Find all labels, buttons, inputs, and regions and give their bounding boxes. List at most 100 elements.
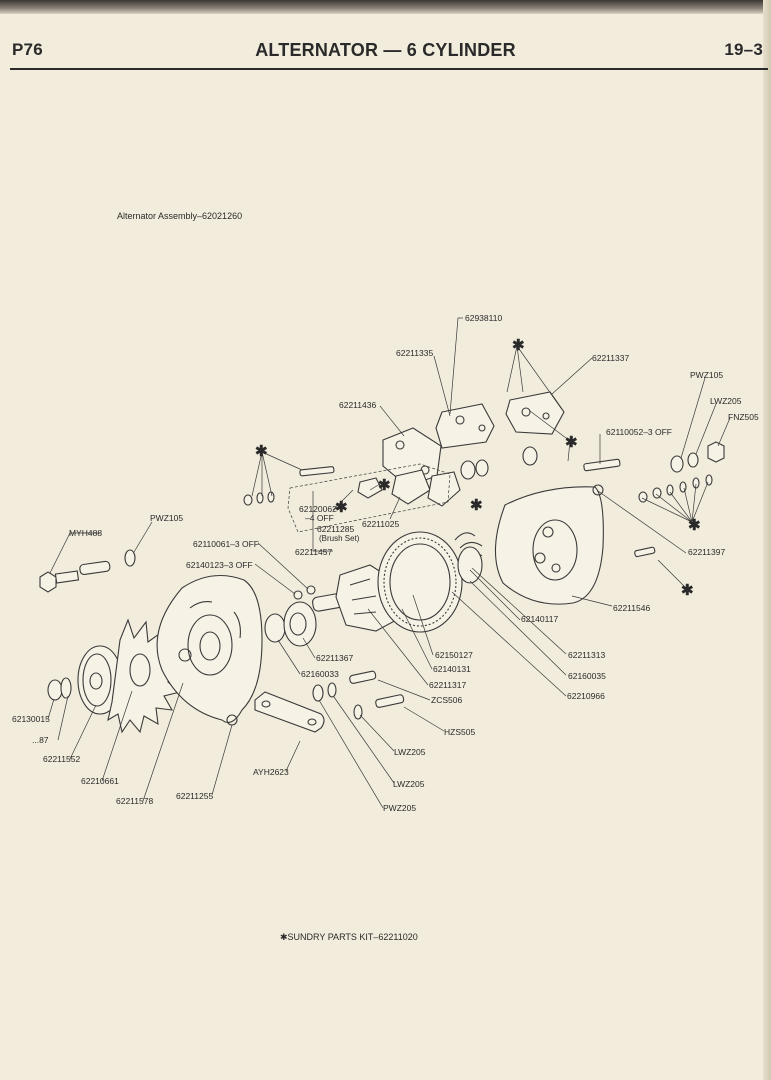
callout-62160035: 62160035 xyxy=(568,671,606,681)
callout-hzs505: HZS505 xyxy=(444,727,475,737)
callout-lwz205-b: LWZ205 xyxy=(393,779,425,789)
page-right-edge xyxy=(763,0,771,1080)
sundry-asterisk: ✱ xyxy=(565,434,578,451)
regulator-62211025 xyxy=(427,471,461,507)
callout-62211546: 62211546 xyxy=(613,603,650,613)
callout-62110052: 62110052–3 OFF xyxy=(606,427,672,437)
callout-62211367: 62211367 xyxy=(316,653,353,663)
section-number: 19–3 xyxy=(724,40,763,59)
callout-62211255: 62211255 xyxy=(176,791,213,801)
callout-pwz105-right: PWZ105 xyxy=(690,370,723,380)
callout-62211025: 62211025 xyxy=(362,519,399,529)
sundry-asterisk: ✱ xyxy=(255,443,268,460)
washer-lock xyxy=(60,677,72,699)
callout-62211552: 62211552 xyxy=(43,754,80,764)
bolt-myh488 xyxy=(39,570,80,593)
callout-62160033: 62160033 xyxy=(301,669,339,679)
washer-pwz205 xyxy=(312,684,324,702)
screw-62110061 xyxy=(306,585,316,595)
page-title: ALTERNATOR — 6 CYLINDER xyxy=(255,40,516,60)
washer-row-6 xyxy=(705,474,713,486)
callout-62211285: 62211285 xyxy=(317,524,354,534)
pulley-62211552 xyxy=(77,645,123,715)
sundry-parts-text: SUNDRY PARTS KIT–62211020 xyxy=(287,932,418,942)
washer-lwz205-b xyxy=(353,704,363,720)
washer-row-2 xyxy=(652,487,662,499)
bush-small xyxy=(475,459,489,477)
screw-62211397 xyxy=(634,546,656,558)
washer-upper-1 xyxy=(243,494,253,506)
leader-lines xyxy=(47,317,731,809)
drive-end-bracket-62211578 xyxy=(156,575,263,726)
spacer xyxy=(79,560,111,575)
sundry-asterisk: ✱ xyxy=(470,497,483,514)
callout-myh488: MYH488 xyxy=(69,528,102,538)
fan-62210661 xyxy=(107,618,184,734)
callout-lwz205-a: LWZ205 xyxy=(394,747,426,757)
bearing-62160033 xyxy=(264,613,286,643)
callout-fnz505: FNZ505 xyxy=(728,412,759,422)
washer-lwz205-a xyxy=(327,682,337,698)
screw-hzs505 xyxy=(375,694,405,708)
callout-x87: ...87 xyxy=(32,735,49,745)
brush-set-outline xyxy=(287,463,451,533)
heatsink-62211335 xyxy=(435,403,495,449)
callout-pwz105-left: PWZ105 xyxy=(150,513,183,523)
callout-62140123: 62140123–3 OFF xyxy=(186,560,253,570)
callout-lwz205-right: LWZ205 xyxy=(710,396,742,406)
washer-row-3 xyxy=(666,484,674,496)
sundry-parts-note: ✱SUNDRY PARTS KIT–62211020 xyxy=(280,932,418,943)
sundry-asterisk: ✱ xyxy=(512,337,525,354)
callout-62130015: 62130015 xyxy=(12,714,50,724)
callout-62211317: 62211317 xyxy=(429,680,466,690)
washer-upper-2 xyxy=(256,492,264,504)
callout-zcs506: ZCS506 xyxy=(431,695,462,705)
sundry-asterisk: ✱ xyxy=(335,499,348,516)
washer-lwz205-right xyxy=(687,452,699,468)
sundry-asterisk: ✱ xyxy=(688,517,701,534)
assembly-label: Alternator Assembly–62021260 xyxy=(117,211,242,221)
callout-62211313: 62211313 xyxy=(568,650,605,660)
callout-62140117: 62140117 xyxy=(521,614,558,624)
through-bolt-62110052 xyxy=(583,458,621,472)
callout-62211337: 62211337 xyxy=(592,353,629,363)
callout-ayh2623: AYH2623 xyxy=(253,767,289,777)
stator-62140131 xyxy=(377,531,483,633)
washer-row-4 xyxy=(679,481,687,493)
ring-62211313 xyxy=(457,546,483,584)
screw-zcs506 xyxy=(349,670,377,684)
callout-62211335: 62211335 xyxy=(396,348,433,358)
callout-62110061: 62110061–3 OFF xyxy=(193,539,259,549)
bolt-upper-left xyxy=(299,466,335,477)
callout-pwz205: PWZ205 xyxy=(383,803,416,813)
callout-62211397: 62211397 xyxy=(688,547,725,557)
callout-62938110: 62938110 xyxy=(465,313,502,323)
callout-62140131: 62140131 xyxy=(433,664,471,674)
bush-62211457 xyxy=(460,460,476,480)
spacer-right xyxy=(522,446,538,466)
callout-62211457: 62211457 xyxy=(295,547,332,557)
callout-62120062: 62120062 xyxy=(299,504,337,514)
callout-62150127: 62150127 xyxy=(435,650,473,660)
callout-62120062-qty: –4 OFF xyxy=(305,513,334,523)
screw-62140123 xyxy=(293,590,303,600)
washer-row-1 xyxy=(638,491,648,503)
sundry-asterisk-icon: ✱ xyxy=(280,932,288,942)
callout-brush-set: (Brush Set) xyxy=(319,534,360,543)
sundry-asterisk: ✱ xyxy=(681,582,694,599)
page-number: P76 xyxy=(12,40,43,59)
sundry-asterisk: ✱ xyxy=(378,477,391,494)
washer-pwz105-left xyxy=(124,549,136,567)
washer-pwz105-right xyxy=(670,455,684,473)
brush-holder-62211285 xyxy=(357,469,431,505)
strap-ayh2623 xyxy=(254,691,325,733)
header-rule xyxy=(10,68,768,70)
slip-ring-end-bracket-62211546 xyxy=(494,484,604,605)
washer-upper-3 xyxy=(267,491,275,503)
callout-62211578: 62211578 xyxy=(116,796,153,806)
nut-62130015 xyxy=(47,679,63,701)
callout-62210661: 62210661 xyxy=(81,776,119,786)
nut-fnz505 xyxy=(707,441,725,463)
page-top-edge xyxy=(0,0,771,14)
